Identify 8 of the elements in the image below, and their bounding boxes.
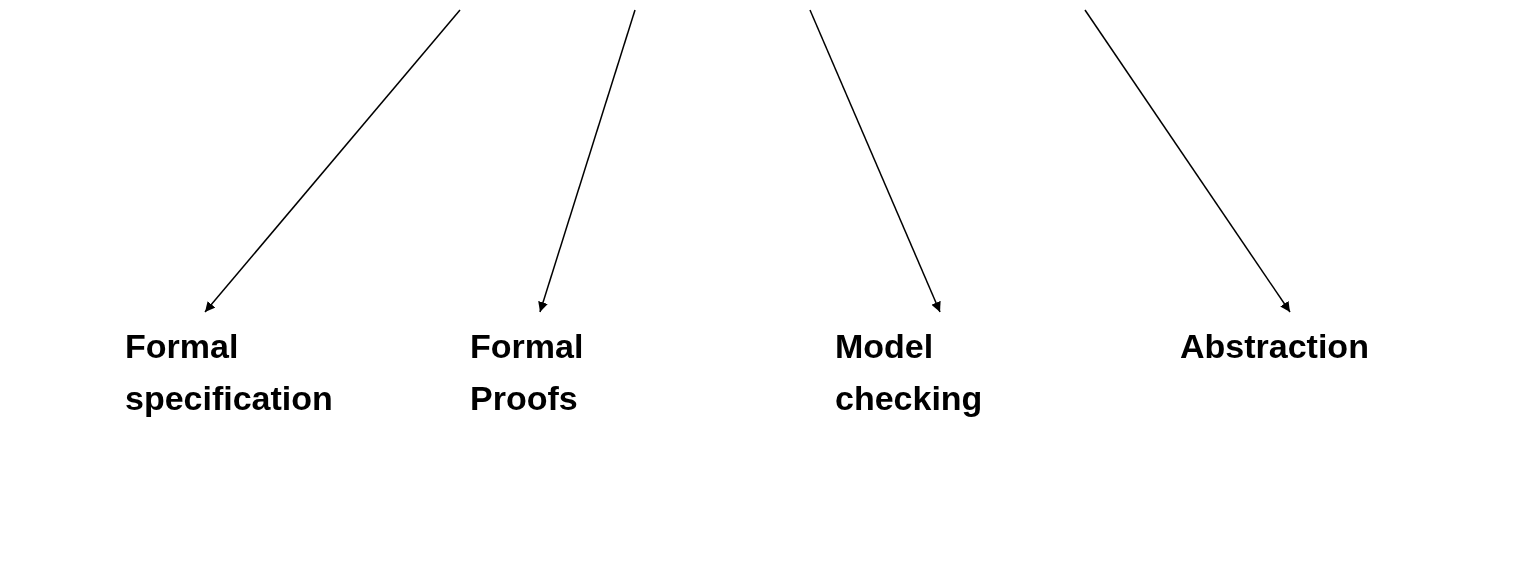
arrow <box>204 9 461 313</box>
term-label: Formal specification <box>125 320 333 424</box>
arrow <box>1084 9 1291 313</box>
term-label: Model checking <box>835 320 983 424</box>
term-label: Abstraction <box>1180 320 1369 372</box>
arrow <box>538 9 636 313</box>
term-label: Formal Proofs <box>470 320 584 424</box>
arrow <box>809 9 941 313</box>
